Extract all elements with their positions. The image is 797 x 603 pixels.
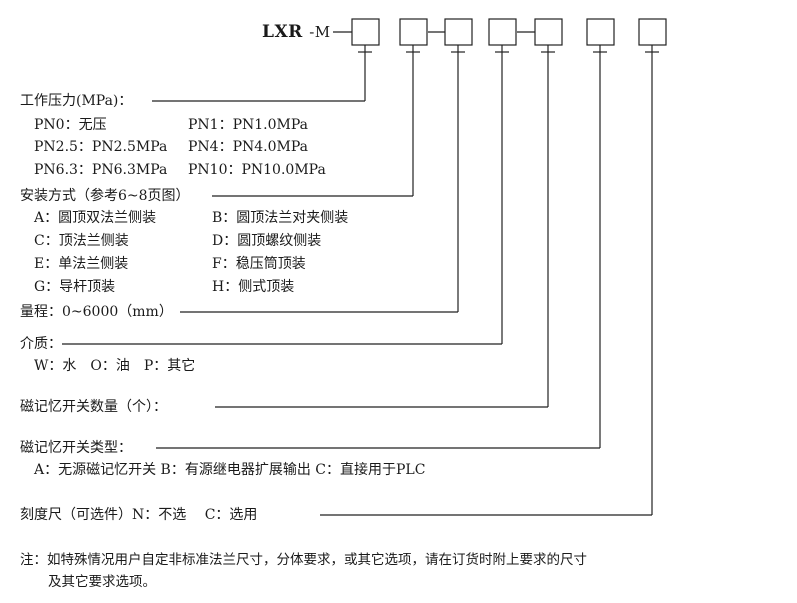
mount-opt: D：圆顶螺纹侧装 (212, 233, 322, 249)
code-box-3 (444, 18, 473, 46)
code-box-4 (488, 18, 517, 46)
code-box-6 (586, 18, 615, 46)
model-suffix: -M (309, 23, 331, 41)
mount-opt: F：稳压筒顶装 (212, 256, 306, 272)
pressure-opt: PN10：PN10.0MPa (188, 162, 326, 178)
scale-title: 刻度尺（可选件）N：不选 C：选用 (20, 507, 258, 523)
model-code: LXR -M (262, 22, 331, 42)
mount-opt: H：侧式顶装 (212, 279, 295, 295)
pressure-opt: PN4：PN4.0MPa (188, 139, 308, 155)
model-prefix: LXR (262, 22, 303, 42)
code-box-5 (534, 18, 563, 46)
mount-title: 安装方式（参考6~8页图） (20, 188, 190, 204)
pressure-opt: PN2.5：PN2.5MPa (34, 139, 168, 155)
medium-title: 介质： (20, 336, 62, 352)
pressure-opt: PN1：PN1.0MPa (188, 117, 308, 133)
switch-type-options: A：无源磁记忆开关 B：有源继电器扩展输出 C：直接用于PLC (34, 462, 426, 478)
mount-opt: C：顶法兰侧装 (34, 233, 129, 249)
code-box-1 (351, 18, 380, 46)
pressure-opt: PN6.3：PN6.3MPa (34, 162, 168, 178)
note-line-1: 注：如特殊情况用户自定非标准法兰尺寸，分体要求，或其它选项，请在订货时附上要求的… (20, 552, 587, 568)
pressure-title: 工作压力(MPa)： (20, 93, 133, 109)
switch-type-title: 磁记忆开关类型： (20, 440, 132, 456)
switch-count-title: 磁记忆开关数量（个）： (20, 399, 167, 415)
note-line-2: 及其它要求选项。 (48, 574, 156, 590)
mount-opt: B：圆顶法兰对夹侧装 (212, 210, 349, 226)
medium-options: W：水 O：油 P：其它 (34, 358, 196, 374)
mount-opt: A：圆顶双法兰侧装 (34, 210, 157, 226)
mount-opt: G：导杆顶装 (34, 279, 116, 295)
code-box-7 (638, 18, 667, 46)
pressure-opt: PN0：无压 (34, 117, 107, 133)
code-box-2 (399, 18, 428, 46)
mount-opt: E：单法兰侧装 (34, 256, 129, 272)
range-title: 量程：0~6000（mm） (20, 304, 173, 320)
